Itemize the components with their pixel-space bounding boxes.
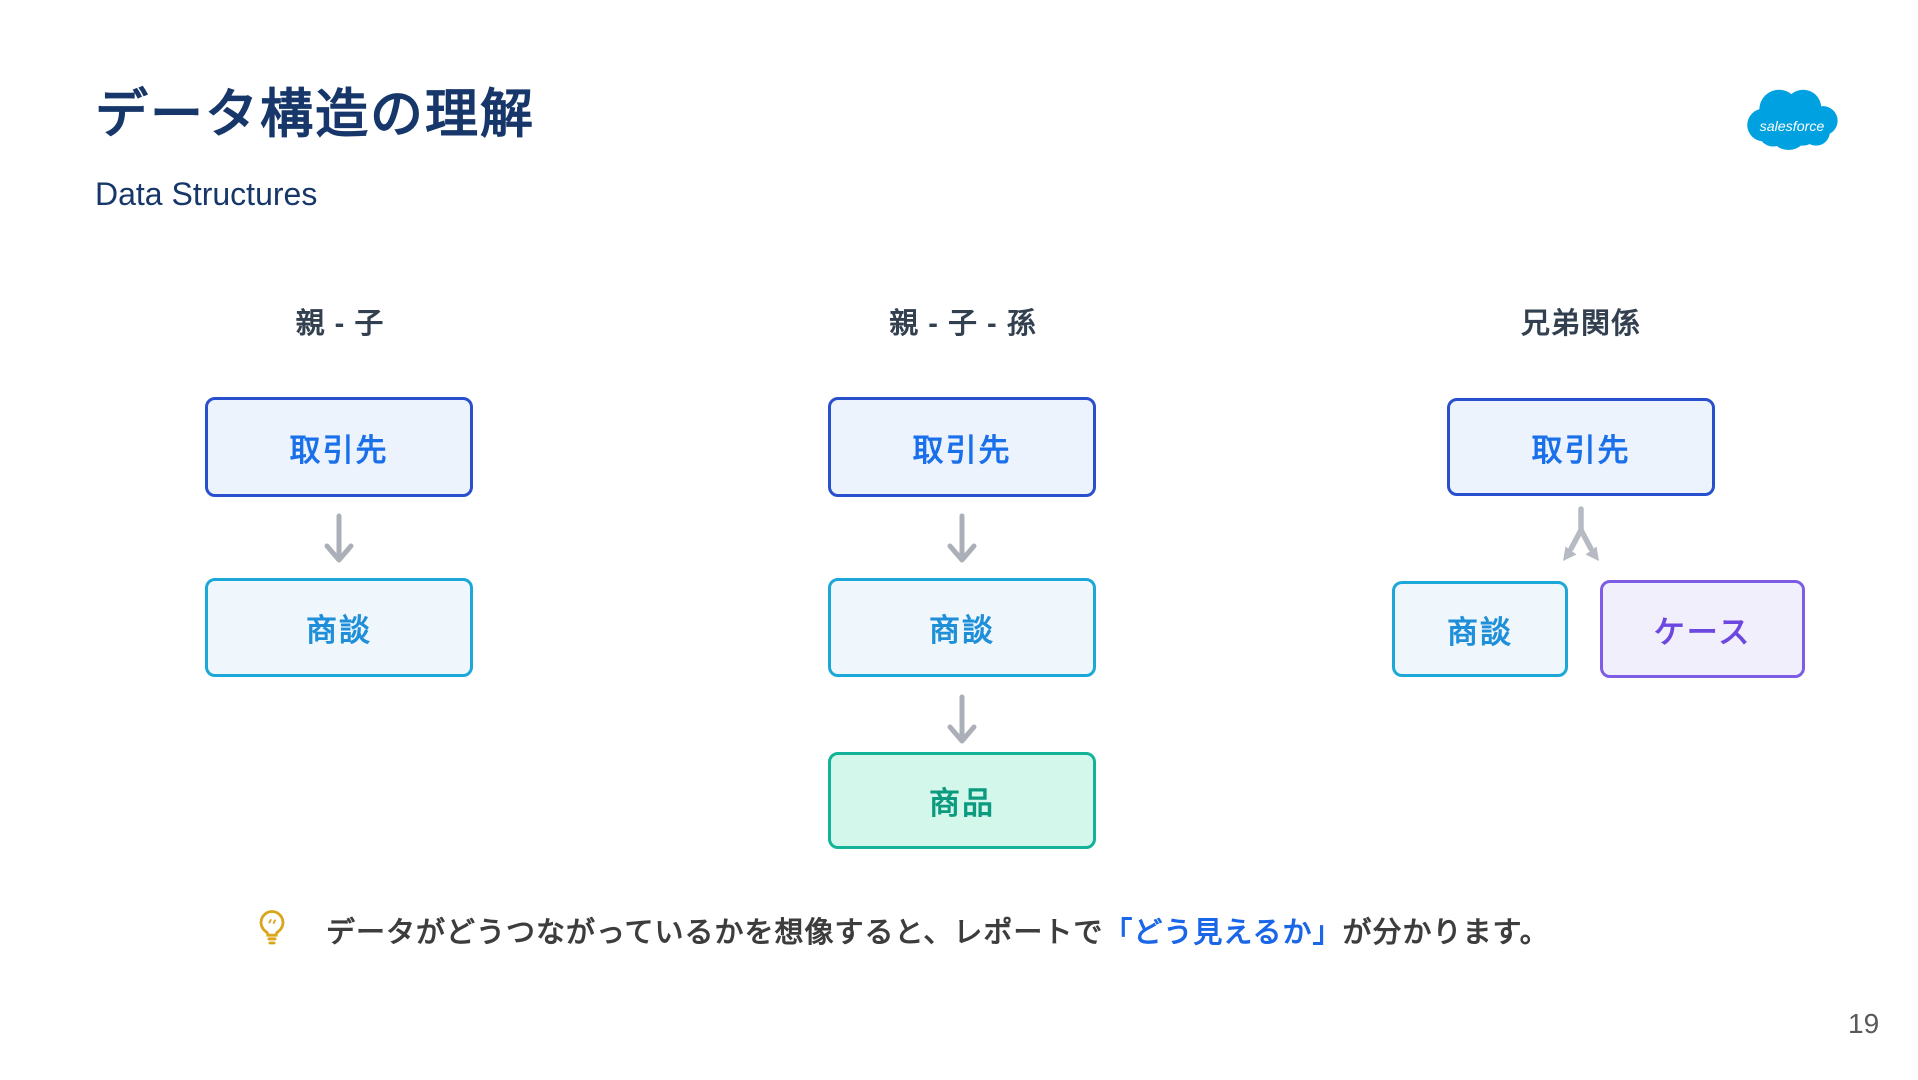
diagram-heading-parent-child-grandchild: 親 - 子 - 孫 bbox=[889, 308, 1037, 340]
node-label: 商品 bbox=[929, 786, 995, 821]
node-opportunity: 商談 bbox=[205, 578, 473, 677]
note-text: データがどうつながっているかを想像すると、レポートで「どう見えるか」が分かります… bbox=[326, 905, 1550, 951]
node-account: 取引先 bbox=[828, 397, 1096, 497]
note-text-after: が分かります。 bbox=[1342, 917, 1550, 949]
node-opportunity: 商談 bbox=[1392, 581, 1568, 677]
node-account: 取引先 bbox=[1447, 398, 1715, 496]
note-text-highlight: 「どう見えるか」 bbox=[1103, 917, 1343, 949]
logo-wordmark: salesforce bbox=[1760, 119, 1825, 135]
node-label: 取引先 bbox=[289, 432, 389, 468]
node-label: 商談 bbox=[306, 613, 372, 648]
node-label: 商談 bbox=[929, 613, 995, 648]
node-label: 商談 bbox=[1447, 614, 1513, 650]
node-label: 取引先 bbox=[1531, 432, 1631, 468]
node-account: 取引先 bbox=[205, 397, 473, 497]
diagram-heading-parent-child: 親 - 子 bbox=[295, 308, 385, 340]
node-product: 商品 bbox=[828, 752, 1096, 849]
node-opportunity: 商談 bbox=[828, 578, 1096, 677]
arrow-down-icon bbox=[319, 510, 359, 573]
node-label: ケース bbox=[1653, 614, 1752, 650]
page-title: データ構造の理解 bbox=[95, 85, 535, 144]
note: データがどうつながっているかを想像すると、レポートで「どう見えるか」が分かります… bbox=[252, 905, 1550, 956]
arrow-down-icon bbox=[942, 510, 982, 573]
node-label: 取引先 bbox=[912, 432, 1012, 468]
note-text-before: データがどうつながっているかを想像すると、レポートで bbox=[326, 917, 1104, 949]
page-subtitle: Data Structures bbox=[95, 176, 318, 212]
diagram-heading-siblings: 兄弟関係 bbox=[1520, 308, 1641, 340]
node-case: ケース bbox=[1600, 580, 1805, 678]
lightbulb-icon bbox=[252, 905, 292, 956]
arrow-fork-icon bbox=[1543, 503, 1619, 584]
arrow-down-icon bbox=[942, 691, 982, 754]
salesforce-logo-icon: salesforce bbox=[1740, 82, 1844, 156]
page-number: 19 bbox=[1848, 1008, 1880, 1039]
